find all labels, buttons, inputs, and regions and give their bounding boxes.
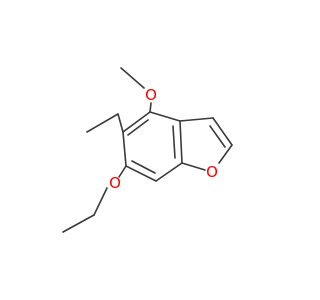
bond-c7-c7a <box>155 162 183 182</box>
bond-c4-o-methoxy <box>149 102 152 113</box>
atom-label-ethoxy-oxygen: O <box>109 174 121 192</box>
bond-c5-c6 <box>122 131 127 167</box>
bond-c7a-c3a <box>179 120 183 164</box>
molecule-structure: O O O <box>0 0 300 300</box>
bond-ch2-ch3-ethoxy <box>62 214 95 233</box>
bond-c6-c7-inner <box>131 160 156 174</box>
bond-c6-c7 <box>125 165 157 182</box>
bond-c6-o-ethoxy <box>118 165 127 178</box>
bond-c4-c5 <box>122 111 151 133</box>
bond-c3-c2-inner <box>209 125 226 148</box>
bond-o-ch2-ethoxy <box>93 187 108 216</box>
bond-c3a-c3 <box>179 117 214 122</box>
bond-ch2-ch3-ethyl <box>86 113 119 133</box>
canvas-background <box>0 0 300 300</box>
bond-c3a-c4 <box>149 111 181 122</box>
bond-c3-c2 <box>212 117 233 146</box>
bond-c2-o1 <box>218 144 233 164</box>
bond-o-ch3-methoxy <box>120 67 145 89</box>
bond-c7a-c3a-inner <box>172 125 176 159</box>
bond-c4-c5-inner <box>127 119 149 136</box>
bond-o1-c7a <box>181 162 206 171</box>
atom-label-methoxy-oxygen: O <box>145 86 157 104</box>
atom-label-furan-oxygen: O <box>206 163 218 181</box>
bond-c5-ch2-ethyl <box>117 113 124 133</box>
